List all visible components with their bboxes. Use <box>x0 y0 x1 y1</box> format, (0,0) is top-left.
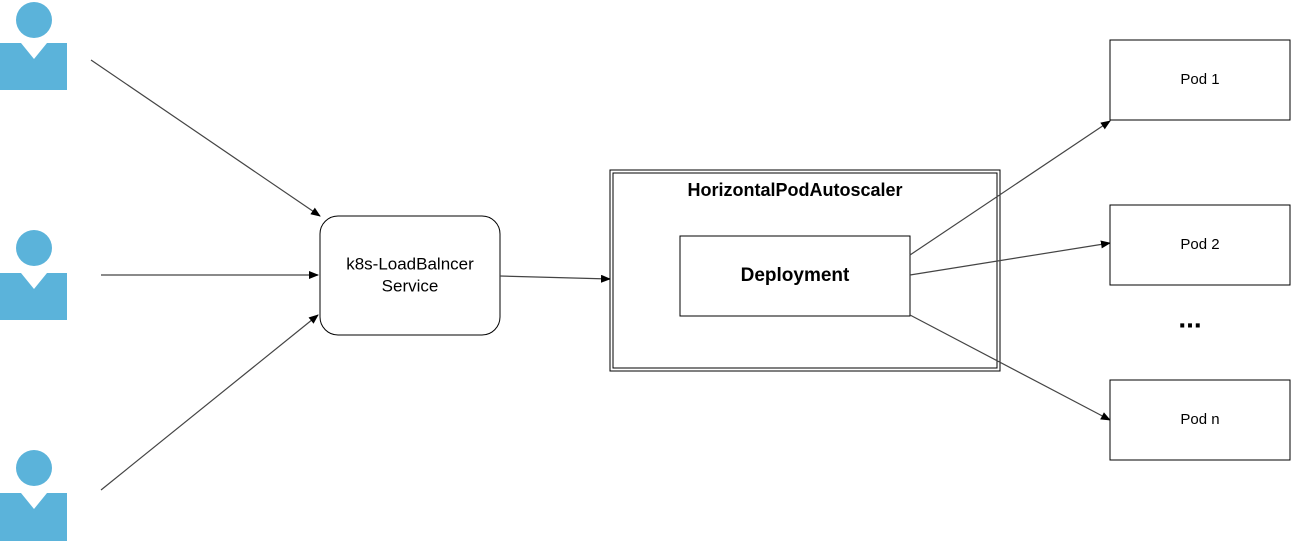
edge-deployment-to-podn <box>909 314 1111 421</box>
pod-n-label: Pod n <box>1180 411 1219 428</box>
loadbalancer-service-node <box>319 215 501 336</box>
user-icon <box>0 450 67 541</box>
pods-ellipsis: ... <box>1178 302 1201 333</box>
hpa-title: HorizontalPodAutoscaler <box>687 180 902 200</box>
pod-2-node <box>1109 204 1291 286</box>
pod-1-node <box>1109 39 1291 121</box>
pod-n-node <box>1109 379 1291 461</box>
pod-1-label: Pod 1 <box>1180 71 1219 88</box>
loadbalancer-label-line2: Service <box>382 276 439 295</box>
user-icon <box>0 2 67 90</box>
edge-user3-to-loadbalancer <box>100 314 319 491</box>
user-icon <box>0 230 67 320</box>
edge-user1-to-loadbalancer <box>90 59 321 217</box>
deployment-label: Deployment <box>741 265 850 286</box>
loadbalancer-label-line1: k8s-LoadBalncer <box>346 254 474 273</box>
edge-deployment-to-pod2 <box>909 240 1111 276</box>
pod-2-label: Pod 2 <box>1180 236 1219 253</box>
edge-loadbalancer-to-hpa <box>499 274 611 283</box>
edge-deployment-to-pod1 <box>909 120 1111 256</box>
deployment-node <box>679 235 911 317</box>
